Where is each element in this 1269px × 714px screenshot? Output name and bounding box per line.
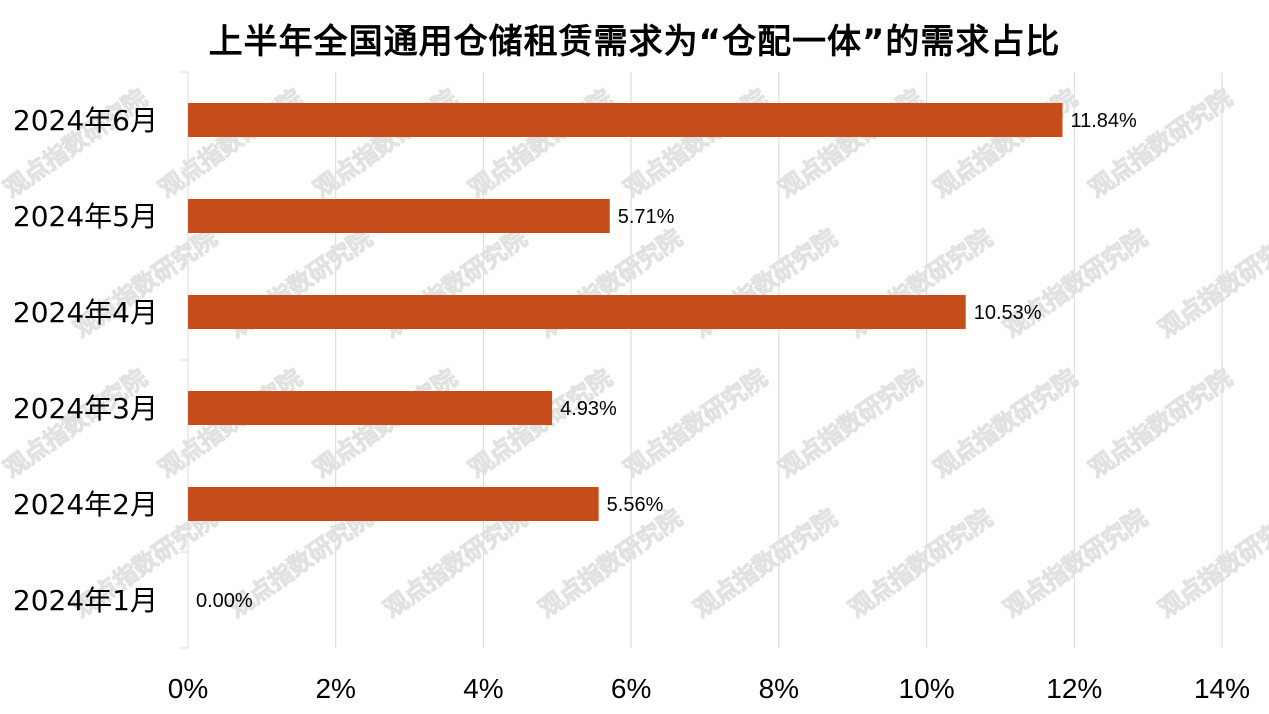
data-label: 5.71% [618, 206, 675, 228]
data-label: 4.93% [560, 398, 617, 420]
bar [188, 295, 966, 329]
watermark-text: 观点指数研究院 [1084, 364, 1238, 483]
data-labels: 11.84% 5.71% 10.53% 4.93% 5.56% 0.00% [196, 110, 1137, 612]
watermark-text: 观点指数研究院 [464, 84, 618, 203]
watermark-text: 观点指数研究院 [379, 504, 533, 623]
watermark-text: 观点指数研究院 [774, 84, 928, 203]
x-tick-label: 4% [463, 673, 503, 704]
x-tick-label: 10% [899, 673, 955, 704]
chart-title: 上半年全国通用仓储租赁需求为“仓配一体”的需求占比 [208, 22, 1061, 62]
x-tick-label: 2% [315, 673, 355, 704]
x-tick-label: 6% [611, 673, 651, 704]
bars [188, 103, 1063, 521]
category-label: 2024年2月 [13, 488, 158, 521]
watermark-text: 观点指数研究院 [619, 364, 773, 483]
category-label: 2024年5月 [13, 200, 158, 233]
watermark-text: 观点指数研究院 [619, 84, 773, 203]
watermark-text: 观点指数研究院 [774, 364, 928, 483]
watermark-text: 观点指数研究院 [1154, 224, 1269, 343]
watermark-text: 观点指数研究院 [929, 84, 1083, 203]
watermark-text: 观点指数研究院 [844, 504, 998, 623]
x-tick-labels: 0% 2% 4% 6% 8% 10% 12% 14% [168, 673, 1250, 704]
category-label: 2024年6月 [13, 104, 158, 137]
watermark-text: 观点指数研究院 [1084, 84, 1238, 203]
watermark-text: 观点指数研究院 [0, 84, 152, 203]
bar [188, 487, 599, 521]
category-label: 2024年4月 [13, 296, 158, 329]
grid-lines [180, 71, 1223, 649]
watermark-text: 观点指数研究院 [929, 364, 1083, 483]
watermark-text: 观点指数研究院 [1154, 504, 1269, 623]
x-tick-label: 0% [168, 673, 208, 704]
bar [188, 103, 1063, 137]
bar [188, 391, 553, 425]
watermark-layer: 观点指数研究院观点指数研究院观点指数研究院观点指数研究院观点指数研究院观点指数研… [0, 83, 1269, 623]
watermark-text: 观点指数研究院 [999, 504, 1153, 623]
x-tick-label: 8% [759, 673, 799, 704]
category-label: 2024年3月 [13, 392, 158, 425]
watermark-text: 观点指数研究院 [534, 504, 688, 623]
category-label: 2024年1月 [13, 584, 158, 617]
watermark-text: 观点指数研究院 [154, 84, 308, 203]
x-tick-label: 12% [1046, 673, 1102, 704]
data-label: 10.53% [974, 302, 1042, 324]
watermark-text: 观点指数研究院 [999, 224, 1153, 343]
watermark-text: 观点指数研究院 [689, 504, 843, 623]
data-label: 5.56% [607, 494, 664, 516]
watermark-text: 观点指数研究院 [309, 84, 463, 203]
data-label: 0.00% [196, 590, 253, 612]
x-tick-label: 14% [1194, 673, 1250, 704]
category-labels: 2024年6月 2024年5月 2024年4月 2024年3月 2024年2月 2024年… [13, 104, 158, 617]
data-label: 11.84% [1070, 110, 1137, 132]
bar [188, 199, 610, 233]
